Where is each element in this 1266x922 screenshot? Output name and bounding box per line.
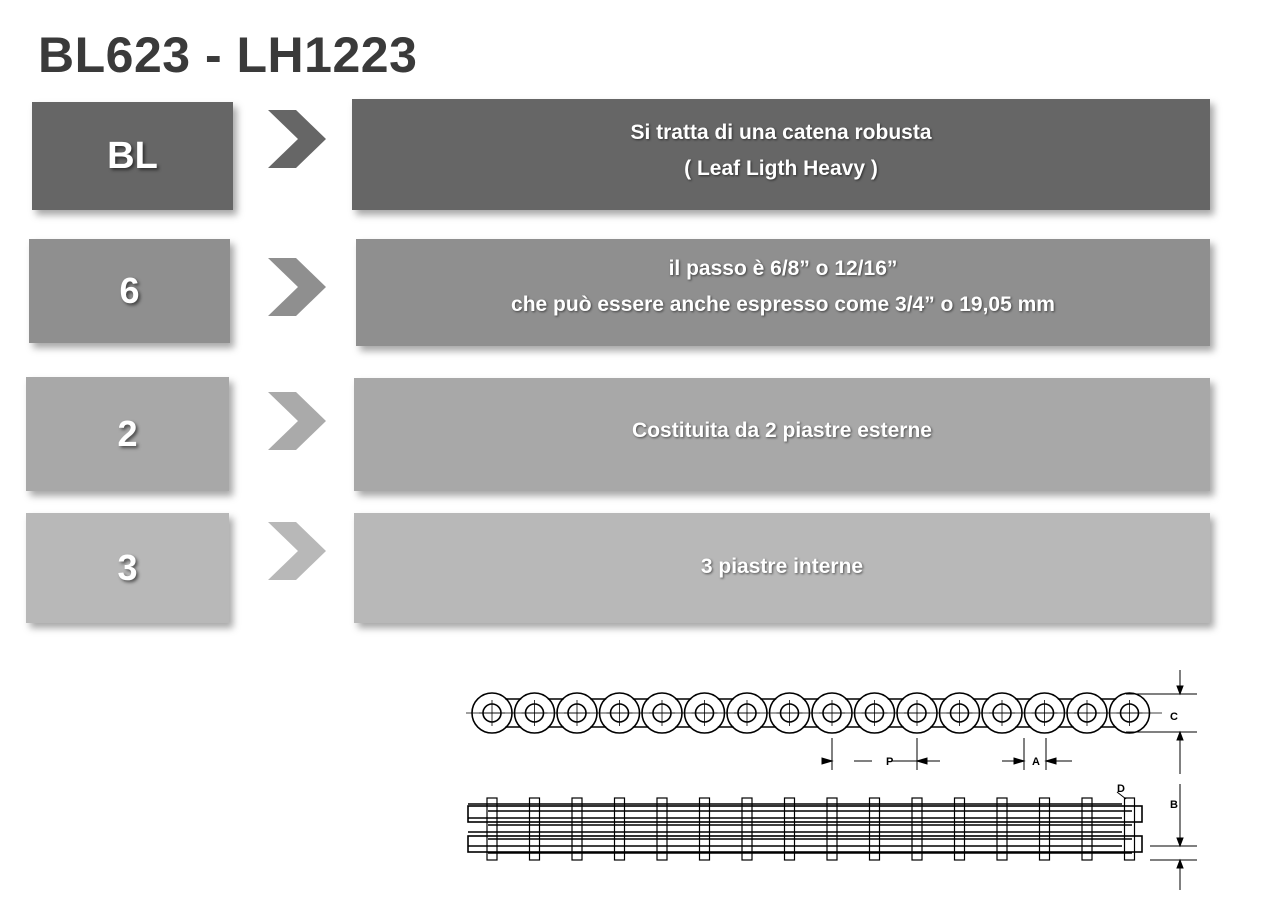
dimension-label-b: B: [1170, 799, 1178, 811]
description-line: Si tratta di una catena robusta: [630, 121, 932, 144]
dimension-label-p: P: [886, 756, 893, 768]
chain-top-view: [467, 797, 1143, 861]
description-box-bl: Si tratta di una catena robusta ( Leaf L…: [352, 99, 1210, 210]
chevron-right-icon: [268, 522, 326, 580]
code-label: 3: [117, 547, 138, 588]
code-box-bl: BL: [32, 102, 233, 210]
description-line: che può essere anche espresso come 3/4” …: [511, 293, 1055, 316]
chevron-right-icon: [268, 392, 326, 450]
code-box-6: 6: [29, 239, 230, 343]
description-line: ( Leaf Ligth Heavy ): [684, 157, 878, 180]
description-box-3: 3 piastre interne: [354, 513, 1210, 623]
chevron-right-icon: [268, 258, 326, 316]
dimension-label-d: D: [1117, 783, 1125, 795]
chevron-right-icon: [268, 110, 326, 168]
description-box-6: il passo è 6/8” o 12/16” che può essere …: [356, 239, 1210, 346]
code-label: BL: [107, 134, 158, 177]
description-line: 3 piastre interne: [700, 555, 864, 578]
page-title: BL623 - LH1223: [38, 27, 418, 83]
code-label: 6: [119, 270, 140, 311]
chain-side-view: [466, 692, 1162, 734]
code-label: 2: [117, 413, 138, 454]
description-line: il passo è 6/8” o 12/16”: [668, 257, 898, 280]
chain-dimensions: [821, 670, 1197, 890]
description-box-2: Costituita da 2 piastre esterne: [354, 378, 1210, 491]
dimension-label-a: A: [1032, 756, 1040, 768]
code-box-3: 3: [26, 513, 229, 623]
description-line: Costituita da 2 piastre esterne: [632, 419, 932, 442]
dimension-label-c: C: [1170, 711, 1178, 723]
chain-diagram: C P A D B: [466, 670, 1197, 890]
code-box-2: 2: [26, 377, 229, 491]
